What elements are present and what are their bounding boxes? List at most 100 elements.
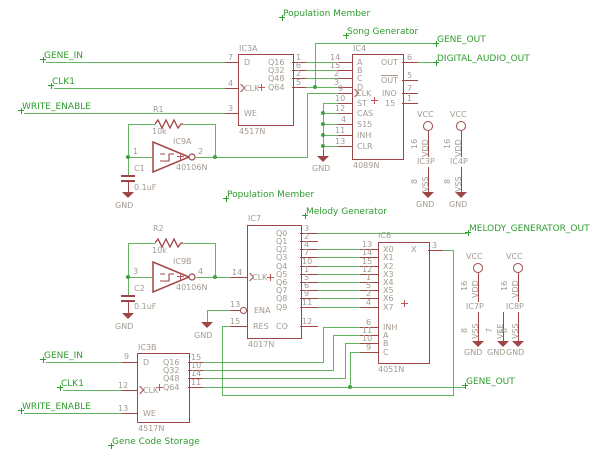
ic3a-pin-number: 2 [296,69,302,78]
pin-stub [300,241,318,242]
wire [203,362,323,363]
pin-stub [338,87,352,88]
ic3a-pin-name: Q48 [268,74,285,83]
gnd-symbol [497,341,509,347]
section-label-population-member: Population Member [278,9,371,21]
ic7-pin-number: 12 [302,317,313,326]
pin-stub [360,290,378,291]
ic8-name: IC8 [378,231,392,240]
wire [128,243,129,277]
wire [54,88,225,89]
pin-stub [122,413,137,414]
wire [318,298,360,299]
wire [46,362,122,363]
junction-dot [126,275,130,279]
wire [128,277,129,296]
ic3b-pin-number: 9 [124,352,130,361]
ic3b-pin-number: 13 [118,404,129,413]
ic8-pin-number: 2 [366,289,372,298]
pin-stub [360,257,378,258]
vcc-label: VCC [466,252,483,261]
pin-stub [360,274,378,275]
ic7-pin-number: 9 [304,289,310,298]
ic3b-pin-number: 10 [191,361,202,370]
gnd-symbol [422,192,434,198]
gate-origin-cross [156,384,163,391]
net-label-gene-out: GENE_OUT [462,377,515,389]
pin-stub [360,335,378,336]
ic3b-pin-name: CLK [143,386,159,395]
ic8-pin-number: 4 [366,298,372,307]
power-pin-number: 7 [485,327,494,333]
wire [315,43,316,88]
ic7-pin-name: Q5 [276,270,288,279]
ic4-pin-name: OUT [381,76,399,85]
ic8-body [378,242,430,364]
junction-dot [213,155,217,159]
ic7-pin-number: 14 [232,268,243,277]
wire [222,326,230,327]
vcc-label: VCC [506,252,523,261]
gate-origin-cross [177,153,184,160]
ic4-value: 4089N [353,161,380,170]
r2-value: 10k [152,246,167,255]
cap-plate [121,175,135,177]
ic7-pin-number: 7 [304,248,310,257]
pin-stub [300,257,318,258]
net-label-melody-generator-out: MELODY_GENERATOR_OUT [465,224,590,236]
ic3a-pin-name: CLK [244,84,260,93]
ic8-pin-number: 12 [362,265,373,274]
ic9a-value: 40106N [176,163,208,172]
pin-stub [402,62,418,63]
pin-stub [122,362,137,363]
ic8-pin-number: 1 [366,273,372,282]
net-label-clk1: CLK1 [57,379,84,391]
power-lead [428,131,429,157]
wire [318,257,360,258]
ic8-pin-number: 6 [366,318,372,327]
gate-origin-cross [258,84,265,91]
ic7-pin-number: 10 [302,257,313,266]
ic3a-pin-name: WE [244,109,257,118]
ic4-pin-name: INO [382,89,397,98]
wire [323,113,338,114]
power-lead [478,312,479,341]
gate-origin-cross [401,300,408,307]
power-lead [461,131,462,157]
pin-stub [225,62,238,63]
gnd-label: GND [194,331,213,340]
ic4-name: IC4 [353,44,367,53]
pin-stub [300,249,318,250]
ic4-pin-number: 4 [341,115,347,124]
pin-stub [338,62,352,63]
gnd-label: GND [487,348,506,357]
pin-stub [360,298,378,299]
ic8-pin-name: A [383,331,389,340]
pin-stub [230,277,247,278]
vcc-label: VCC [450,110,467,119]
power-lead [428,167,429,192]
ic9a-pin-number: 2 [198,147,204,156]
gate-origin-cross [177,273,184,280]
cap-plate [121,180,135,182]
gnd-symbol [122,192,134,198]
wire [318,290,360,291]
junction-dot [348,385,352,389]
wire [306,62,338,63]
junction-dot [321,122,325,126]
pin-stub [338,70,352,71]
pin-stub [338,93,352,94]
gnd-symbol [512,341,524,347]
ic8-pin-name: X4 [383,278,394,287]
ic7-pin-number: 11 [302,298,313,307]
power-pin-number: 16 [443,138,452,149]
ic9b-name: IC9B [173,257,192,266]
power-pin-number: 16 [460,280,469,291]
wire [215,124,216,157]
ic4-pin-name: CLR [357,142,373,151]
ic8-pin-name: INH [383,323,398,332]
pin-stub [360,307,378,308]
pin-stub [360,343,378,344]
wire [307,93,338,94]
ic7-pin-number: 5 [304,273,310,282]
